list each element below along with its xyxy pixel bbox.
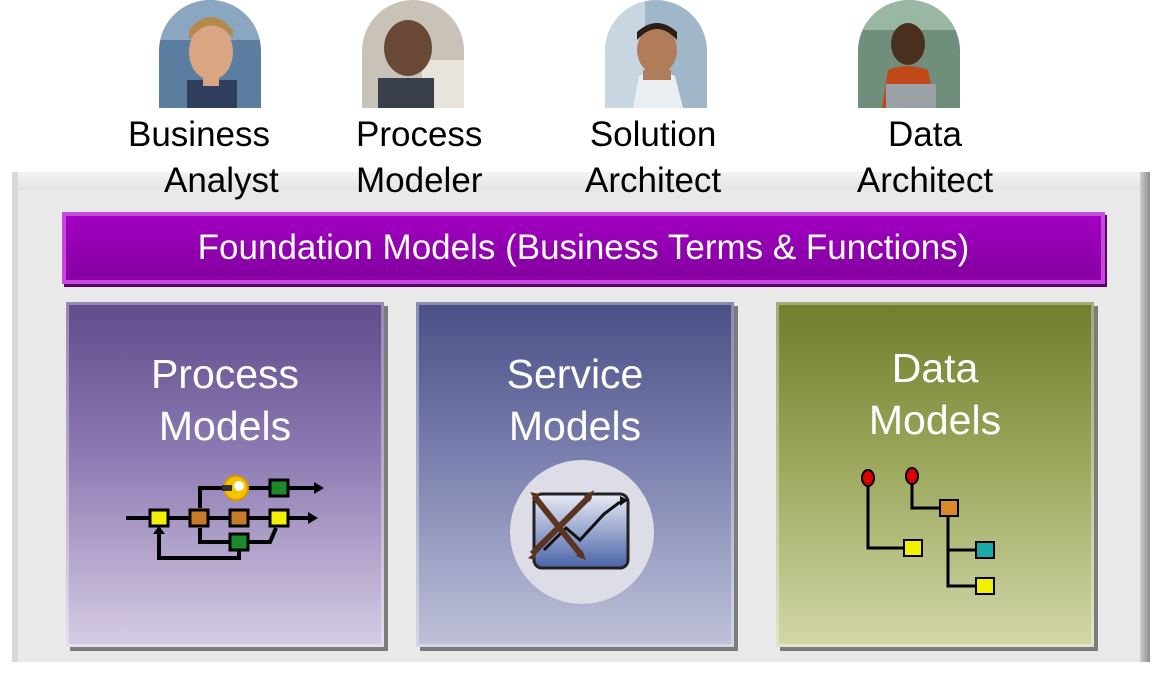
- role-line2: Architect: [585, 161, 722, 200]
- process-models-card: Process Models: [66, 302, 384, 647]
- card-title-line1: Data: [891, 345, 979, 391]
- role-line1: Data: [888, 115, 962, 154]
- role-line1: Business: [128, 115, 271, 154]
- solution-architect-avatar: [605, 0, 707, 108]
- role-label-business-analyst: Business Analyst: [128, 112, 279, 204]
- data-tree-icon: [861, 467, 995, 595]
- platform-top-edge: [12, 172, 1147, 190]
- data-models-card: Data Models: [776, 302, 1094, 647]
- card-title-line2: Models: [158, 403, 292, 449]
- platform-left-edge: [12, 172, 18, 662]
- role-line2: Architect: [856, 161, 994, 200]
- banner-inner: Foundation Models (Business Terms & Func…: [70, 220, 1097, 276]
- business-analyst-avatar: [159, 0, 261, 108]
- banner-title: Foundation Models (Business Terms & Func…: [197, 228, 970, 267]
- card-title-line2: Models: [868, 397, 1002, 443]
- role-label-process-modeler: Process Modeler: [356, 112, 482, 204]
- role-line1: Solution: [589, 115, 717, 154]
- card-title-line2: Models: [508, 403, 642, 449]
- foundation-models-banner: Foundation Models (Business Terms & Func…: [62, 212, 1105, 284]
- card-title-line1: Process: [150, 351, 300, 397]
- card-title-line1: Service: [506, 351, 644, 397]
- role-label-solution-architect: Solution Architect: [585, 112, 721, 204]
- role-line2: Modeler: [356, 161, 483, 200]
- role-line2: Analyst: [164, 161, 279, 200]
- service-chart-icon: [510, 460, 654, 604]
- data-architect-avatar: [858, 0, 960, 108]
- process-modeler-avatar: [362, 0, 464, 108]
- platform-right-edge: [1140, 172, 1150, 662]
- service-models-card: Service Models: [416, 302, 734, 647]
- role-line1: Process: [356, 115, 483, 154]
- role-label-data-architect: Data Architect: [840, 112, 1010, 204]
- process-flow-icon: [126, 475, 324, 560]
